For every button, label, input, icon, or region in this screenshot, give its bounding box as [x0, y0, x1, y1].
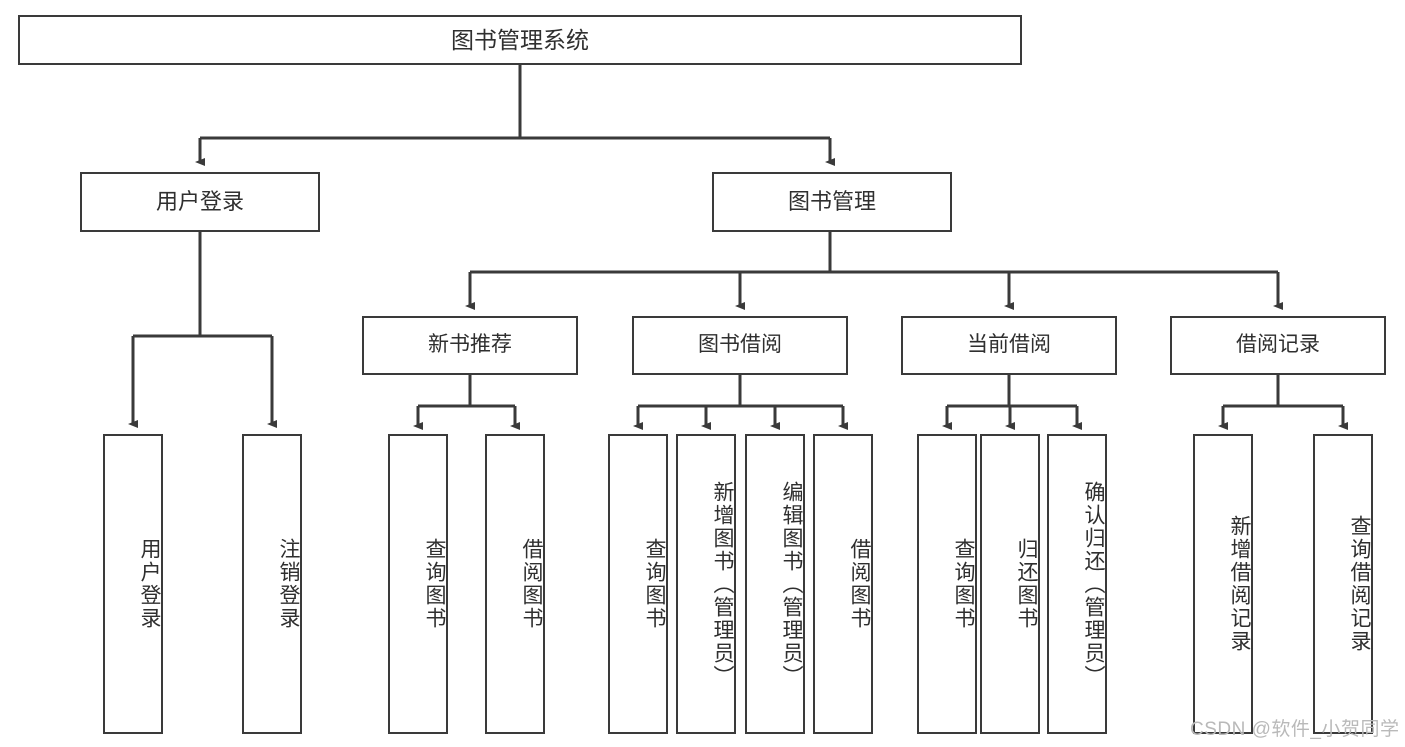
- leaf-new-book-borrow[interactable]: 借阅图书: [485, 434, 545, 734]
- leaf-label: 新增图书（管理员）: [711, 480, 734, 688]
- node-current-borrow-label: 当前借阅: [967, 333, 1051, 357]
- leaf-label: 归还图书: [1015, 538, 1038, 630]
- node-user-login-label: 用户登录: [155, 189, 244, 215]
- leaf-record-query-record[interactable]: 查询借阅记录: [1313, 434, 1373, 734]
- leaf-new-book-query[interactable]: 查询图书: [388, 434, 448, 734]
- leaf-label: 查询图书: [952, 538, 975, 630]
- leaf-label: 编辑图书（管理员）: [780, 480, 803, 688]
- node-new-book-recommend[interactable]: 新书推荐: [362, 316, 578, 375]
- node-new-book-recommend-label: 新书推荐: [428, 333, 512, 357]
- leaf-current-return-book[interactable]: 归还图书: [980, 434, 1040, 734]
- node-root-label: 图书管理系统: [451, 26, 589, 53]
- node-book-borrow-label: 图书借阅: [698, 333, 782, 357]
- node-book-management[interactable]: 图书管理: [712, 172, 952, 232]
- node-borrow-record[interactable]: 借阅记录: [1170, 316, 1386, 375]
- leaf-label: 注销登录: [277, 538, 300, 630]
- leaf-label: 确认归还（管理员）: [1082, 480, 1105, 688]
- leaf-user-login-logout[interactable]: 注销登录: [242, 434, 302, 734]
- leaf-label: 借阅图书: [848, 538, 871, 630]
- leaf-current-query-book[interactable]: 查询图书: [917, 434, 977, 734]
- node-book-management-label: 图书管理: [787, 189, 876, 215]
- node-user-login[interactable]: 用户登录: [80, 172, 320, 232]
- leaf-record-add-record[interactable]: 新增借阅记录: [1193, 434, 1253, 734]
- node-book-borrow[interactable]: 图书借阅: [632, 316, 848, 375]
- leaf-borrow-borrow-book[interactable]: 借阅图书: [813, 434, 873, 734]
- leaf-label: 查询借阅记录: [1348, 515, 1371, 653]
- leaf-label: 查询图书: [643, 538, 666, 630]
- node-current-borrow[interactable]: 当前借阅: [901, 316, 1117, 375]
- node-root[interactable]: 图书管理系统: [18, 15, 1022, 65]
- leaf-label: 查询图书: [423, 538, 446, 630]
- leaf-label: 新增借阅记录: [1228, 515, 1251, 653]
- leaf-current-confirm-return-admin[interactable]: 确认归还（管理员）: [1047, 434, 1107, 734]
- leaf-borrow-edit-book-admin[interactable]: 编辑图书（管理员）: [745, 434, 805, 734]
- leaf-label: 用户登录: [138, 538, 161, 630]
- leaf-user-login-login[interactable]: 用户登录: [103, 434, 163, 734]
- leaf-label: 借阅图书: [520, 538, 543, 630]
- leaf-borrow-add-book-admin[interactable]: 新增图书（管理员）: [676, 434, 736, 734]
- node-borrow-record-label: 借阅记录: [1236, 333, 1320, 357]
- watermark: CSDN @软件_小贺同学: [1190, 719, 1400, 740]
- leaf-borrow-query-book[interactable]: 查询图书: [608, 434, 668, 734]
